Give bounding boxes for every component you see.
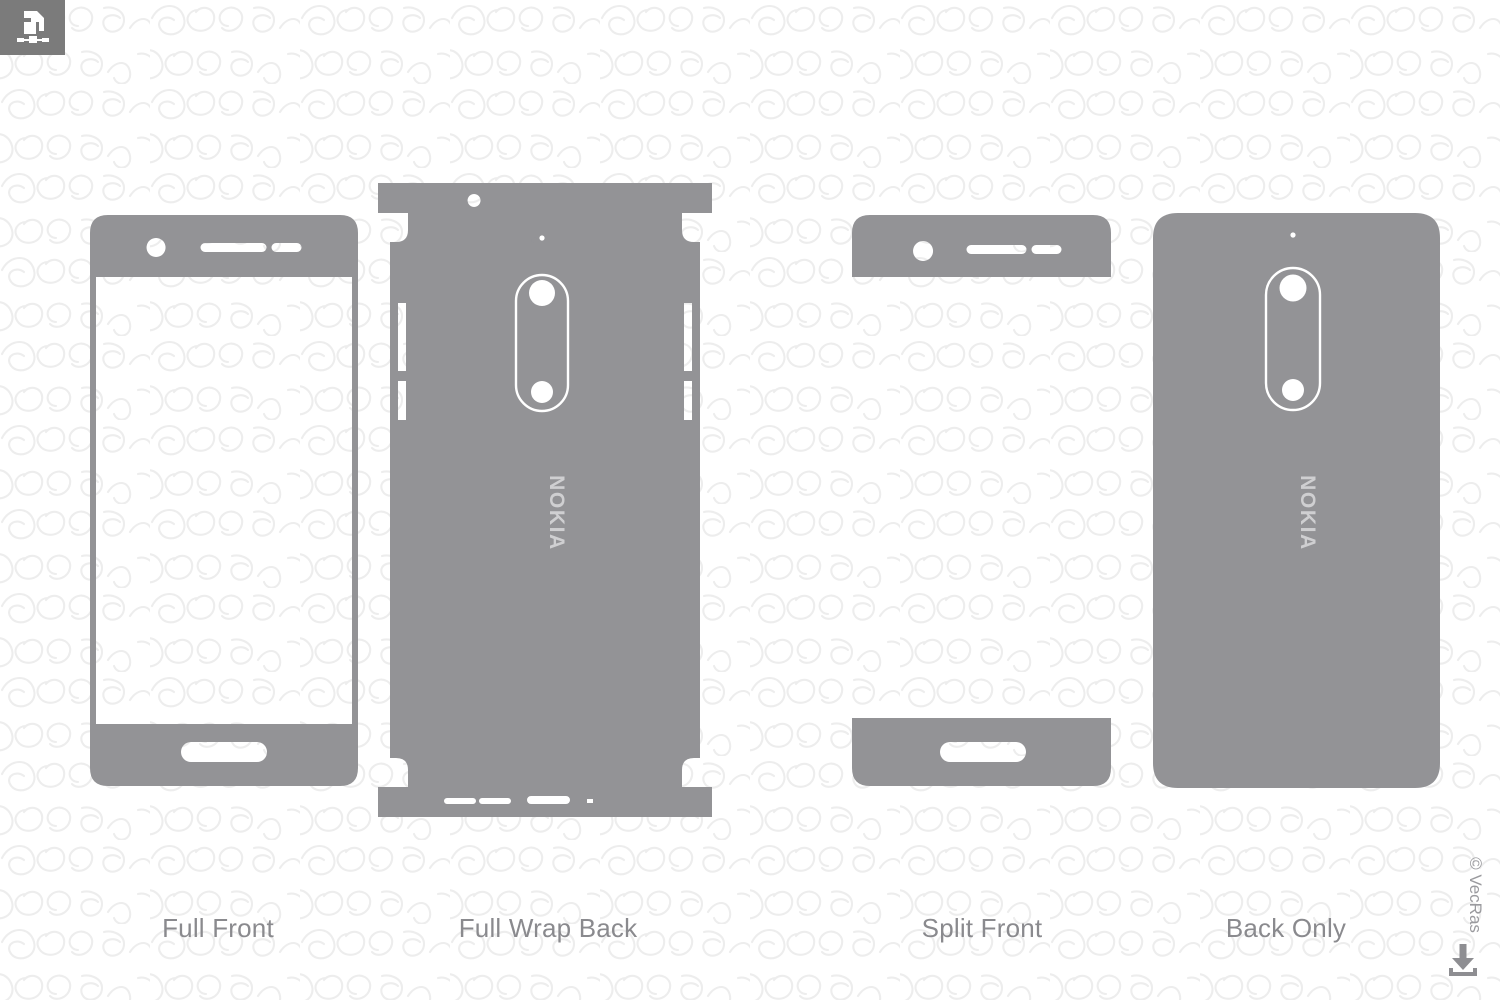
panel-full-front[interactable]	[90, 215, 358, 786]
panel-back-only[interactable]: NOKIA	[1153, 213, 1440, 788]
panel-split-front[interactable]	[852, 215, 1111, 786]
vector-file-badge[interactable]	[0, 0, 65, 55]
label-full-wrap-back: Full Wrap Back	[458, 913, 638, 943]
download-button[interactable]	[1444, 940, 1482, 980]
vector-file-node-icon	[16, 10, 49, 43]
sensor-dot-cut	[539, 235, 545, 241]
sensor-dot-cut-back-only	[1290, 232, 1296, 238]
download-icon	[1449, 944, 1477, 976]
camera-lens-cut	[529, 280, 555, 306]
panel-full-wrap-back[interactable]: NOKIA	[378, 183, 712, 817]
label-full-front: Full Front	[162, 913, 274, 943]
copyright-text: © VecRas	[1466, 857, 1485, 933]
nokia-wordmark-wrap-back: NOKIA	[545, 475, 568, 551]
flash-cut	[531, 381, 553, 403]
flash-cut-back-only	[1282, 379, 1304, 401]
label-back-only: Back Only	[1225, 913, 1347, 943]
nokia-wordmark-back-only: NOKIA	[1296, 475, 1319, 551]
copyright-notice: © VecRas	[1464, 850, 1486, 940]
label-split-front: Split Front	[921, 913, 1043, 943]
camera-lens-cut-back-only	[1279, 274, 1307, 302]
